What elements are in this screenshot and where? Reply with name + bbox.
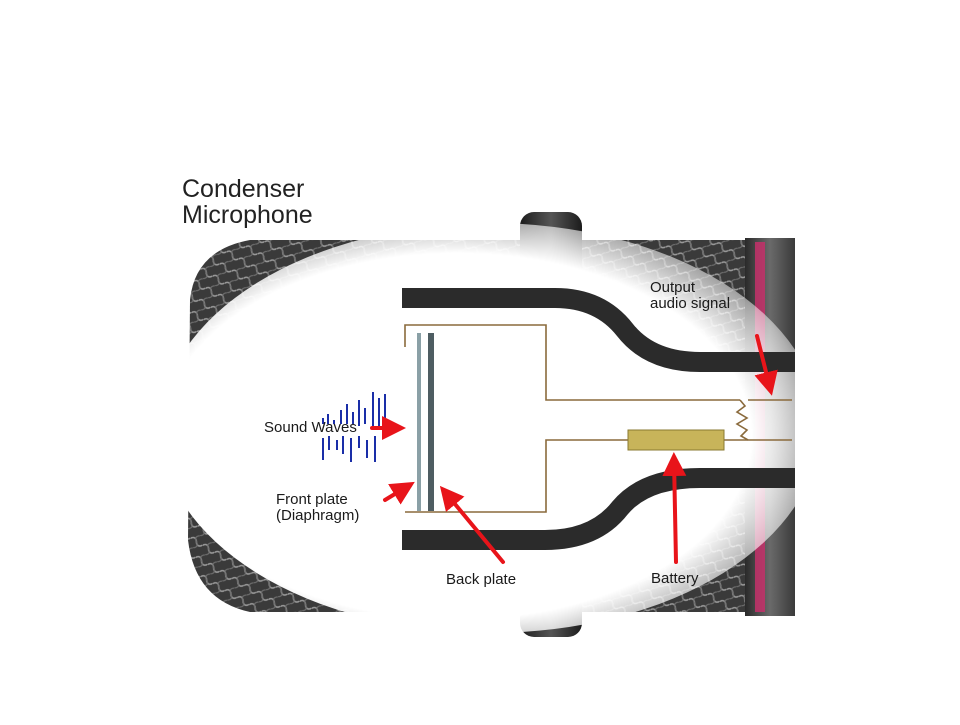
sound-wave-bar (342, 436, 344, 454)
wire-top-loop (404, 324, 740, 401)
sound-wave-bar (364, 408, 366, 424)
sound-wave-bar (322, 418, 324, 424)
sound-wave-bar (384, 394, 386, 424)
front-plate-label-line-1: Front plate (276, 491, 348, 508)
back-plate-arrow (439, 485, 505, 564)
front-plate-arrow (383, 481, 415, 505)
front-plate-label-line-2: (Diaphragm) (276, 506, 360, 524)
output-arrow (754, 334, 778, 396)
sound-wave-bar (372, 392, 374, 426)
sound-wave-bar (352, 412, 354, 424)
sound-wave-bar (336, 440, 338, 450)
back-plate (428, 333, 434, 511)
title-line-2: Microphone (182, 201, 313, 230)
output-label-line-1: Output (650, 279, 696, 296)
sound-wave-bar (350, 438, 352, 462)
sound-wave-bar (340, 410, 342, 424)
battery-label: Battery (651, 570, 699, 587)
sound-wave-bar (322, 438, 324, 460)
front-plate (417, 333, 421, 511)
sound-wave-bar (333, 420, 335, 424)
sound-waves-graphic (322, 392, 386, 462)
casing-top (402, 288, 795, 372)
cutaway-glow (160, 223, 820, 633)
sound-waves-label: Sound Waves (264, 419, 357, 436)
arrows (370, 334, 778, 564)
sound-wave-bar (328, 436, 330, 450)
diagram-title: Condenser Microphone (182, 176, 313, 229)
battery (627, 429, 725, 451)
sound-wave-bar (378, 398, 380, 426)
output-label-line-2: audio signal (650, 294, 731, 312)
plates (417, 333, 434, 511)
wiring (404, 324, 792, 513)
sound-wave-bar (358, 400, 360, 426)
sound-wave-bar (366, 440, 368, 458)
sound-wave-bar (374, 436, 376, 462)
back-plate-label: Back plate (446, 571, 517, 588)
sound-wave-bar (358, 436, 360, 448)
resistor (735, 399, 749, 441)
battery-body (627, 429, 725, 451)
wire-bottom-loop (405, 439, 628, 513)
sound-wave-bar (346, 404, 348, 424)
sound-wave-bar (327, 414, 329, 424)
front-plate-label: Front plate (Diaphragm) (276, 492, 359, 524)
battery-arrow (662, 452, 687, 564)
output-label: Output audio signal (650, 280, 730, 312)
title-line-1: Condenser (182, 175, 305, 203)
